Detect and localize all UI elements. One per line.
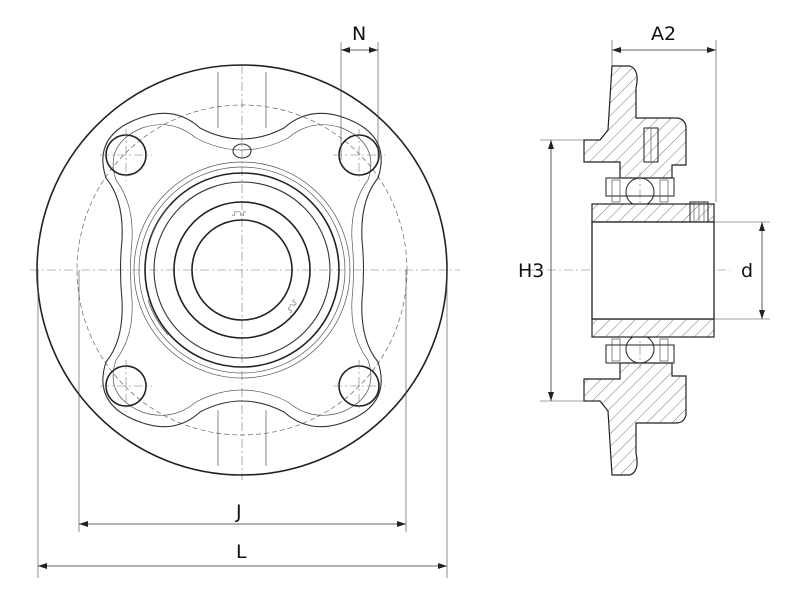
dimension-lines xyxy=(37,40,770,578)
shaft-bore xyxy=(191,219,293,321)
grease-fitting-hole xyxy=(232,143,252,159)
arrow-head xyxy=(438,563,447,569)
ring-marking: ᔑᘃᔑ xyxy=(232,210,246,218)
arrow-head xyxy=(548,140,554,149)
arrow-head xyxy=(397,521,406,527)
housing-body-inner-outline xyxy=(112,124,372,416)
dim-label-d: d xyxy=(741,260,753,282)
bolt-pitch-circle xyxy=(76,104,408,436)
arrow-head xyxy=(759,222,765,231)
seal-right-top xyxy=(659,179,669,203)
arrow-head xyxy=(548,392,554,401)
seal-right-bottom xyxy=(659,338,669,362)
inner-ring-section-bottom xyxy=(591,318,715,338)
side-section-view xyxy=(530,65,730,476)
arrow-head xyxy=(369,47,378,53)
housing-body-outline xyxy=(102,112,382,428)
arrow-head xyxy=(707,47,716,53)
arrow-head xyxy=(759,310,765,319)
arrow-head xyxy=(341,47,350,53)
dim-label-j: J xyxy=(235,501,242,523)
seal-arc xyxy=(147,299,169,336)
seal-left-top xyxy=(611,179,621,203)
front-view: ᔑᘃᔑ ᔑᘃᔑ xyxy=(30,64,460,480)
bearing-outer-ring xyxy=(144,172,340,368)
dim-label-h3: H3 xyxy=(518,260,544,282)
housing-section-top xyxy=(583,65,687,179)
housing-section-bottom xyxy=(583,362,687,476)
seal-left-bottom xyxy=(611,338,621,362)
dim-label-n: N xyxy=(352,23,366,45)
seal-arc xyxy=(149,204,171,241)
dim-label-l: L xyxy=(236,541,247,563)
housing-bore-inner xyxy=(138,166,346,374)
bearing-inner-ring xyxy=(173,201,311,339)
bolt-holes xyxy=(100,129,385,412)
dim-label-a2: A2 xyxy=(651,23,676,45)
arrow-head xyxy=(38,563,47,569)
ring-marking: ᔑᘃᔑ xyxy=(286,298,300,314)
arrow-head xyxy=(79,521,88,527)
inner-ring-section-top xyxy=(591,203,715,223)
housing-bore-outer xyxy=(133,161,351,379)
arrow-head xyxy=(612,47,621,53)
bearing-seal-outer xyxy=(153,181,331,359)
shaft-bore-section xyxy=(591,221,715,320)
dimension-labels: N A2 H3 d J L xyxy=(235,23,753,563)
